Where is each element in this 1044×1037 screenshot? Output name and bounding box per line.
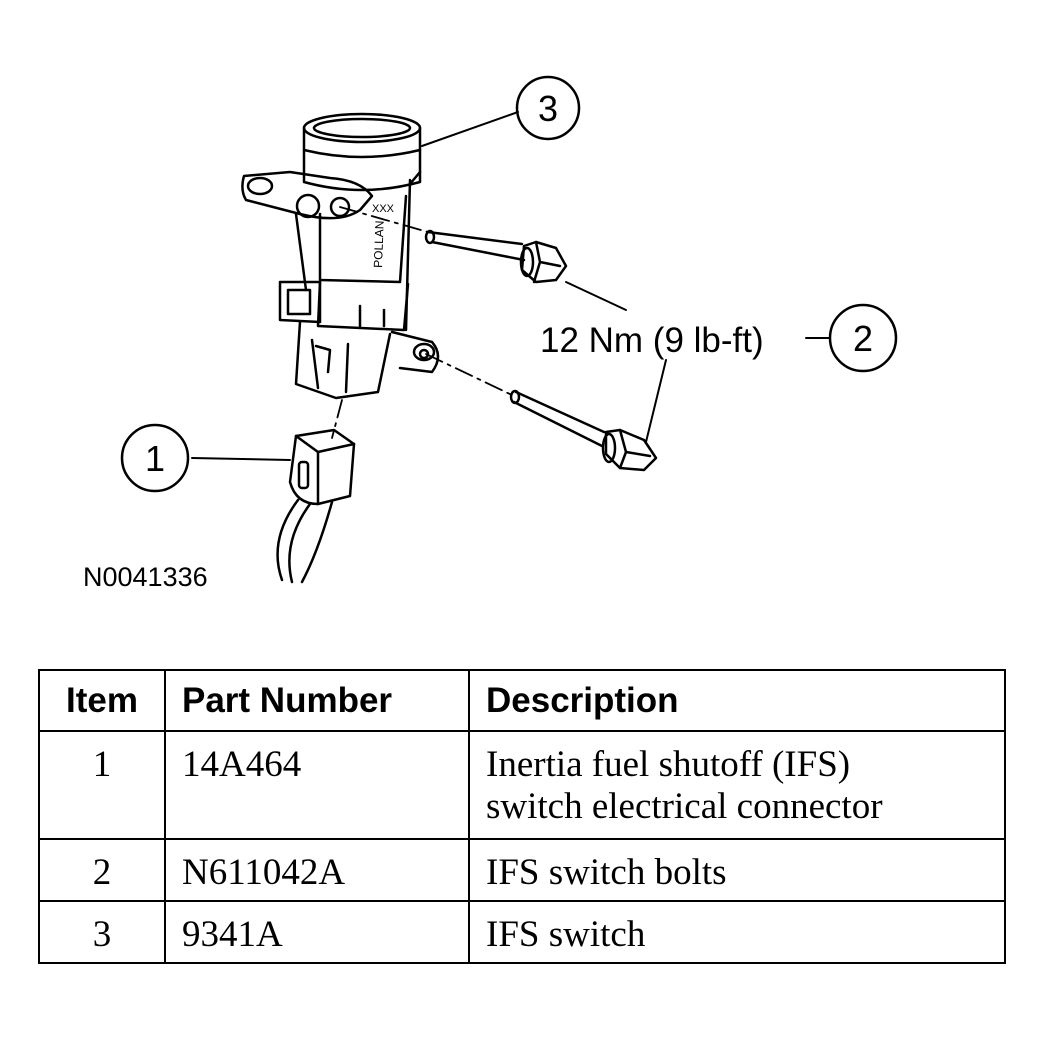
row-description: IFS switch bbox=[468, 900, 1006, 964]
callout-2-circle bbox=[828, 303, 898, 373]
parts-table: Item Part Number Description 1 14A464 In… bbox=[38, 669, 1006, 964]
table-row: 2 N611042A IFS switch bolts bbox=[38, 838, 1006, 902]
ifs-switch-drawing: XXX POLLAN bbox=[241, 112, 440, 400]
row-description-line: switch electrical connector bbox=[486, 786, 883, 827]
figure-id: N0041336 bbox=[83, 562, 208, 592]
callout-2: 2 bbox=[853, 318, 873, 359]
part-marking-code: XXX bbox=[372, 203, 395, 215]
row-item: 1 bbox=[38, 730, 166, 840]
row-part-number: 14A464 bbox=[164, 730, 470, 840]
callout-1: 1 bbox=[145, 438, 165, 479]
row-description-line: IFS switch bolts bbox=[486, 852, 727, 893]
header-item: Item bbox=[38, 669, 166, 732]
callout-3: 3 bbox=[538, 88, 558, 129]
row-description-line: IFS switch bbox=[486, 914, 646, 955]
part-marking-name: POLLAN bbox=[371, 220, 387, 268]
torque-spec-label: 12 Nm (9 lb-ft) bbox=[540, 321, 764, 360]
lower-bolt-drawing bbox=[509, 389, 658, 472]
row-description-line: Inertia fuel shutoff (IFS) bbox=[486, 744, 851, 785]
header-part-number: Part Number bbox=[164, 669, 470, 732]
row-description: Inertia fuel shutoff (IFS) switch electr… bbox=[468, 730, 1006, 840]
row-item: 3 bbox=[38, 900, 166, 964]
callout-3-circle bbox=[515, 75, 581, 141]
electrical-connector-drawing bbox=[276, 428, 356, 584]
header-description: Description bbox=[468, 669, 1006, 732]
row-description: IFS switch bolts bbox=[468, 838, 1006, 902]
table-row: 1 14A464 Inertia fuel shutoff (IFS) swit… bbox=[38, 730, 1006, 840]
table-row: 3 9341A IFS switch bbox=[38, 900, 1006, 964]
table-header-row: Item Part Number Description bbox=[38, 669, 1006, 732]
upper-bolt-drawing bbox=[424, 229, 568, 284]
exploded-diagram: XXX POLLAN bbox=[83, 75, 898, 592]
callout-1-circle bbox=[120, 423, 190, 493]
leader-lines bbox=[191, 111, 831, 461]
row-part-number: N611042A bbox=[164, 838, 470, 902]
row-item: 2 bbox=[38, 838, 166, 902]
row-part-number: 9341A bbox=[164, 900, 470, 964]
bolt-axis-lines bbox=[331, 206, 515, 439]
